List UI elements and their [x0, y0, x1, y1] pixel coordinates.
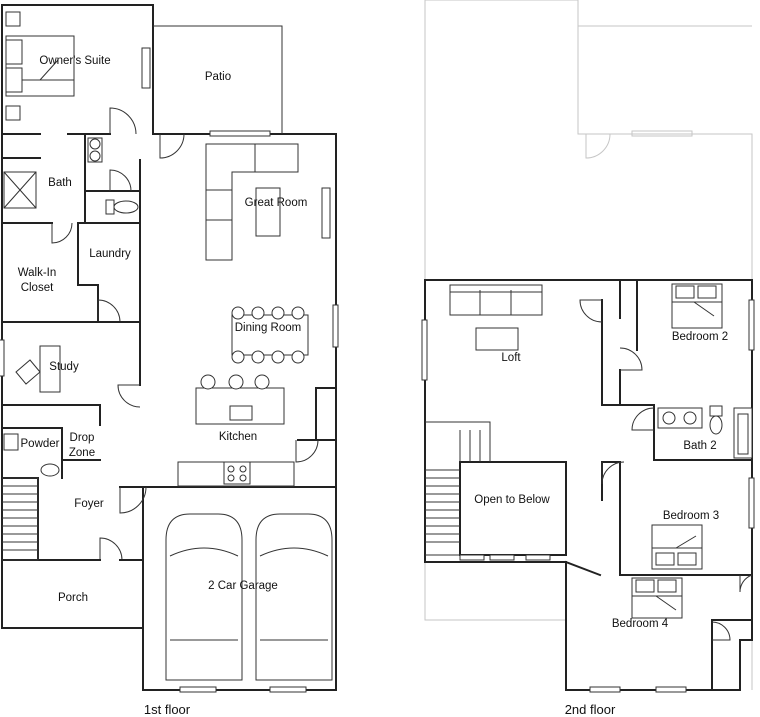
pantry-door-swing — [295, 439, 319, 463]
bath-label: Bath — [48, 177, 72, 189]
second-floor-stairs — [425, 421, 491, 556]
bedroom-4-door-swing — [711, 621, 731, 641]
bedroom-3-label: Bedroom 3 — [663, 510, 719, 522]
window — [748, 477, 755, 529]
walk-in-closet-label: Closet — [21, 282, 54, 294]
bath-2-label: Bath 2 — [683, 440, 716, 452]
car-icon — [255, 513, 333, 681]
dining-room-label: Dining Room — [235, 322, 301, 334]
kitchen-label: Kitchen — [219, 431, 257, 443]
powder-label: Powder — [21, 438, 60, 450]
ghost-window — [631, 130, 693, 137]
bedroom-2-door-swing — [619, 347, 643, 371]
window — [525, 554, 551, 561]
bedroom-2-bed-icon — [671, 283, 723, 329]
loft-label: Loft — [501, 352, 521, 364]
window — [269, 686, 307, 693]
window — [209, 130, 271, 137]
bath-walls — [1, 133, 141, 323]
window — [0, 339, 5, 377]
garage-walls — [119, 486, 337, 629]
first-floor-plan — [0, 4, 339, 693]
study-desk-icon — [15, 345, 61, 393]
first-floor-exterior-walls — [1, 4, 337, 691]
bath-fixtures-icon — [3, 137, 139, 215]
laundry-label: Laundry — [89, 248, 131, 260]
garage-door-swing — [119, 486, 147, 514]
pantry-walls — [297, 387, 337, 441]
bath-2-walls — [653, 404, 753, 461]
second-floor-exterior-walls — [424, 279, 753, 691]
great-room-label: Great Room — [245, 197, 308, 209]
foyer-label: Foyer — [74, 498, 104, 510]
closet-door-swing — [579, 299, 603, 323]
powder-walls — [1, 427, 101, 561]
bedroom-2-walls — [601, 279, 655, 406]
bath-door-swing — [51, 222, 73, 244]
study-label: Study — [49, 361, 79, 373]
drop-zone-label: Drop — [70, 432, 95, 444]
window — [655, 686, 687, 693]
ghost-door-swing — [585, 133, 611, 159]
powder-fixtures-icon — [3, 433, 60, 477]
bath-2-fixtures-icon — [657, 405, 753, 459]
wc-door-swing — [109, 169, 132, 192]
bedroom-4-bed-icon — [631, 577, 683, 619]
window — [459, 554, 485, 561]
window — [489, 554, 515, 561]
first-floor-stairs — [2, 477, 39, 561]
second-floor-label: 2nd floor — [565, 702, 616, 717]
bedroom-4-label: Bedroom 4 — [612, 618, 669, 630]
window — [589, 686, 621, 693]
garage-label: 2 Car Garage — [208, 580, 278, 592]
owners-suite-label: Owner's Suite — [39, 55, 110, 67]
open-to-below-railing — [459, 461, 567, 556]
window — [179, 686, 217, 693]
bath-2-door-swing — [631, 407, 655, 431]
laundry-walls — [77, 222, 141, 323]
bedroom-3-door-swing — [601, 461, 625, 485]
second-floor-plan — [421, 0, 755, 693]
sofa-icon — [205, 143, 331, 261]
patio-door-swing — [159, 133, 185, 159]
car-icon — [165, 513, 243, 681]
kitchen-island-icon — [177, 374, 295, 487]
patio-label: Patio — [205, 71, 231, 83]
drop-zone-label: Zone — [69, 447, 95, 459]
bedroom-3-bed-icon — [651, 524, 703, 570]
closet-door-swing — [739, 574, 753, 593]
owners-bed-icon — [5, 11, 151, 121]
patio-outline — [153, 25, 283, 134]
laundry-door-swing — [97, 299, 121, 323]
owners-suite-door-swing — [109, 107, 137, 135]
bedroom-2-label: Bedroom 2 — [672, 331, 728, 343]
bedroom-4-walls — [564, 560, 753, 691]
porch-label: Porch — [58, 592, 88, 604]
walk-in-closet-label: Walk-In — [18, 267, 57, 279]
window — [748, 299, 755, 351]
loft-sofa-icon — [449, 284, 543, 351]
dining-table-icon — [231, 306, 309, 364]
first-floor-outline-ghost — [424, 0, 753, 690]
window — [332, 304, 339, 348]
window — [421, 319, 428, 381]
study-door-swing — [117, 384, 141, 408]
open-to-below-label: Open to Below — [474, 494, 550, 506]
first-floor-label: 1st floor — [144, 702, 191, 717]
entry-door-swing — [99, 537, 123, 561]
